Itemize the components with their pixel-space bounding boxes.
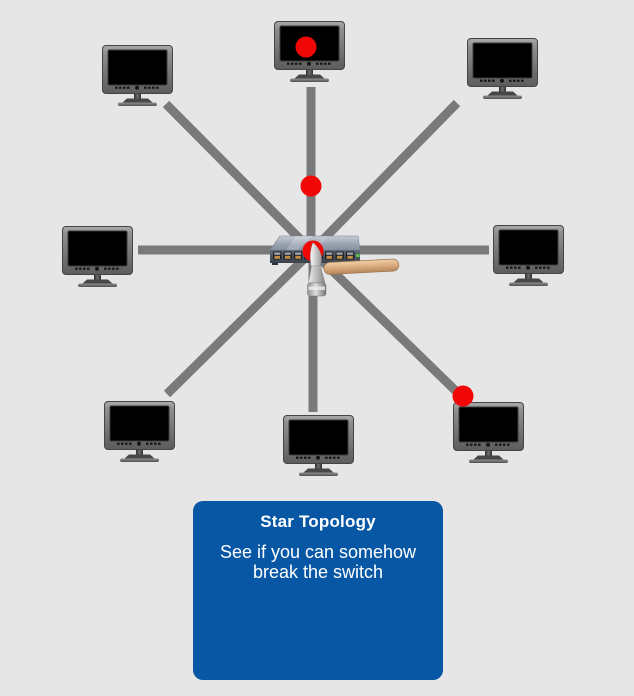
computer-left[interactable] (62, 226, 133, 288)
info-panel: Star Topology See if you can somehow bre… (193, 501, 443, 680)
computer-bottom[interactable] (283, 415, 354, 477)
hammer-head-highlight (308, 286, 325, 290)
switch-led (356, 254, 360, 257)
packet-dot-screen (295, 36, 317, 58)
cable-bottom-left (163, 247, 316, 398)
packet-dot-top-cable (300, 175, 322, 197)
info-description-line2: break the switch (252, 562, 384, 582)
info-title: Star Topology (260, 512, 376, 531)
topology-canvas (62, 21, 564, 477)
info-description-line1: See if you can somehow (219, 542, 417, 562)
switch-shine (286, 236, 312, 250)
hammer-neck (308, 265, 326, 284)
packet-dot-bottom-right (452, 385, 474, 407)
computer-right[interactable] (493, 225, 564, 287)
cable-bottom-right (308, 247, 465, 400)
hammer-icon[interactable] (307, 242, 400, 297)
computer-top-left[interactable] (102, 45, 173, 107)
switch-foot (272, 263, 278, 265)
cable-top-right (308, 99, 461, 255)
hammer-claw (310, 242, 322, 269)
computer-bottom-right[interactable] (453, 402, 524, 464)
hammer-handle (323, 258, 400, 275)
info-description: See if you can somehow break the switch (193, 542, 443, 582)
cable-top-left (162, 100, 316, 255)
computer-bottom-left[interactable] (104, 401, 175, 463)
computer-top-right[interactable] (467, 38, 538, 100)
